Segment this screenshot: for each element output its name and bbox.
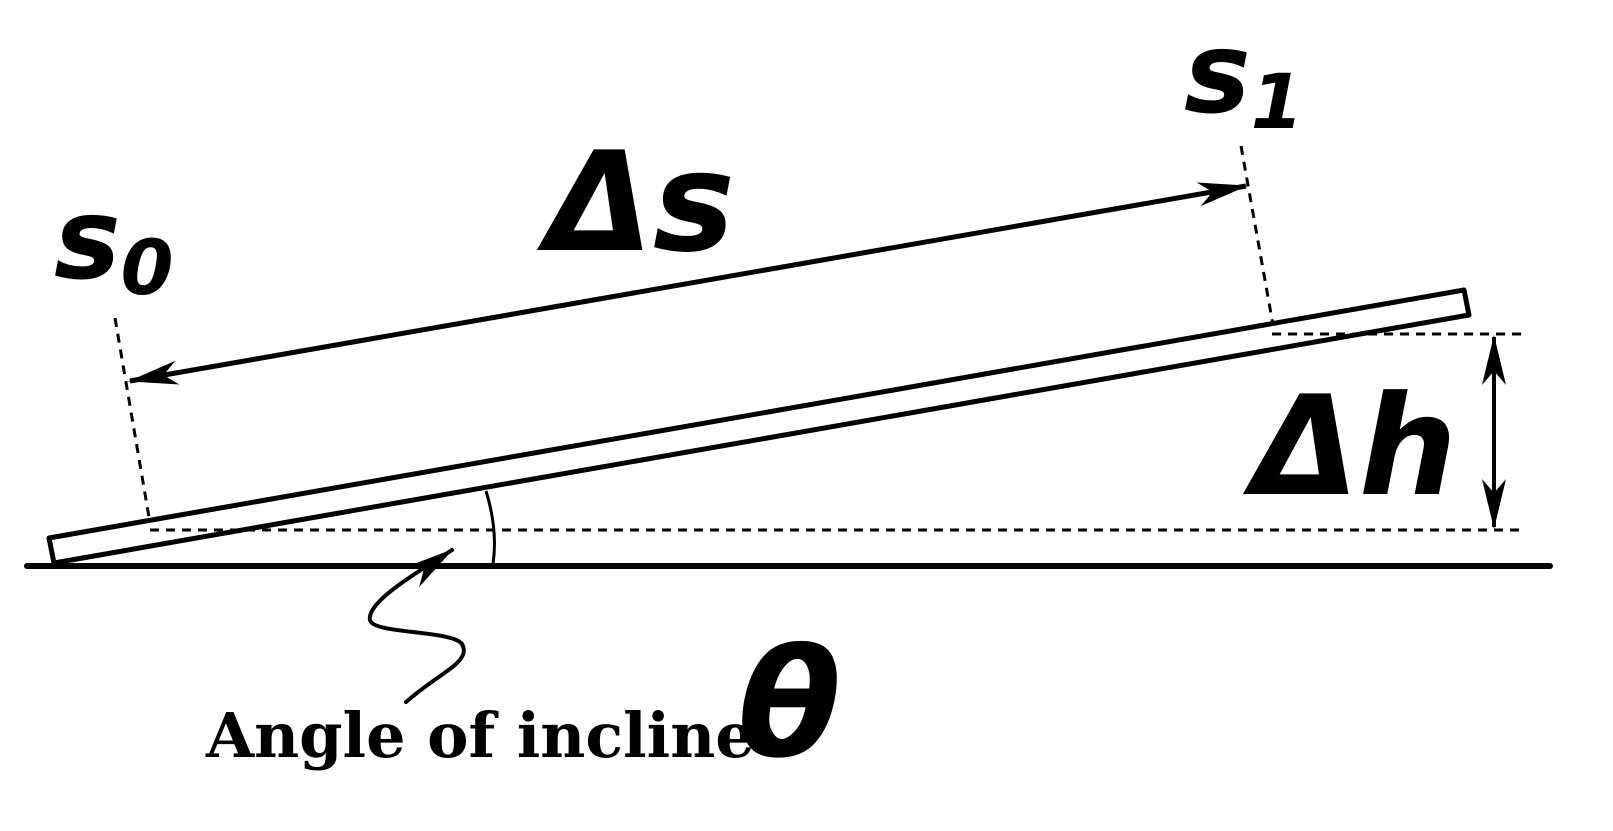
s0-symbol: s — [54, 175, 121, 305]
s0-subscript: 0 — [121, 223, 174, 312]
s0-position-marker — [113, 317, 152, 524]
delta-s-label: Δs — [536, 122, 735, 283]
delta-s-arrow — [128, 182, 1248, 385]
s1-subscript: 1 — [1251, 57, 1304, 146]
angle-pointer — [367, 548, 466, 704]
s0-label: s0 — [54, 175, 174, 312]
delta-h-label: Δh — [1242, 366, 1457, 527]
s1-symbol: s — [1184, 9, 1251, 139]
angle-arc — [484, 490, 496, 565]
s1-label: s1 — [1184, 9, 1304, 146]
theta-symbol: θ — [738, 618, 841, 792]
angle-caption: Angle of incline — [205, 699, 755, 772]
s1-position-marker — [1239, 145, 1275, 326]
